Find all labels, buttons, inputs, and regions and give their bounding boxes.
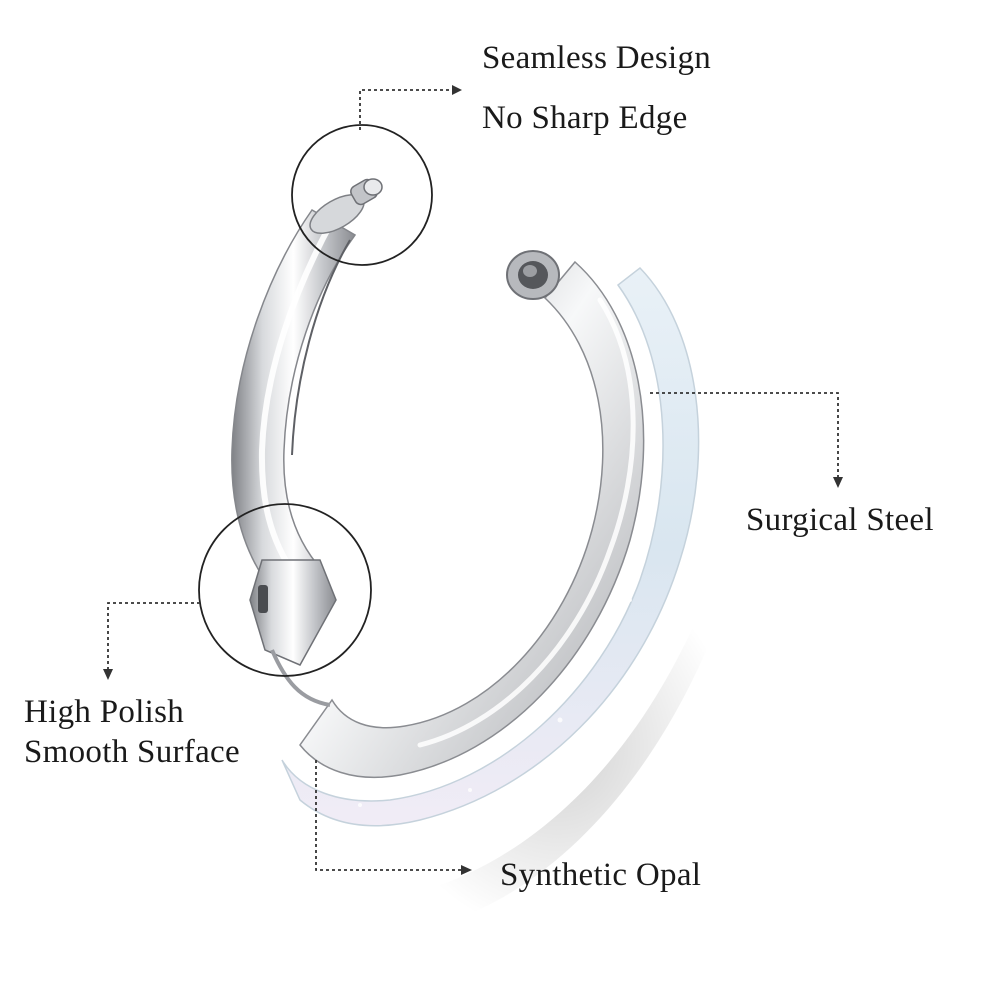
seamless-detail-circle <box>291 124 433 266</box>
ring-pin-tip <box>309 178 383 235</box>
ring-hinge-joint <box>249 559 337 707</box>
arrowhead-opal <box>461 865 472 875</box>
callout-synthetic-opal: Synthetic Opal <box>500 857 702 893</box>
ring-band-highlight <box>417 297 636 748</box>
arrowhead-seamless <box>452 85 462 95</box>
callout-high-polish: High Polish <box>24 694 185 730</box>
ring-hinge-arm-highlight <box>258 222 333 578</box>
ring-open-end <box>506 250 560 300</box>
callout-smooth-surface: Smooth Surface <box>24 734 240 770</box>
leader-polish <box>107 602 200 670</box>
leader-surgical <box>650 392 839 478</box>
opal-sparkles <box>327 467 653 807</box>
ring-hinge-arm-seam <box>291 239 351 456</box>
callout-surgical-steel: Surgical Steel <box>746 502 934 538</box>
polish-detail-circle <box>198 503 372 677</box>
ring-hinge-arm <box>231 209 357 602</box>
leader-seamless <box>359 89 455 130</box>
callout-seamless-design: Seamless Design <box>482 40 712 76</box>
arrowhead-polish <box>103 669 113 680</box>
opal-inlay <box>281 266 700 827</box>
leader-opal <box>315 760 462 871</box>
ring-shadow <box>380 560 735 935</box>
arrowhead-surgical <box>833 477 843 488</box>
callout-no-sharp-edge: No Sharp Edge <box>482 100 688 136</box>
